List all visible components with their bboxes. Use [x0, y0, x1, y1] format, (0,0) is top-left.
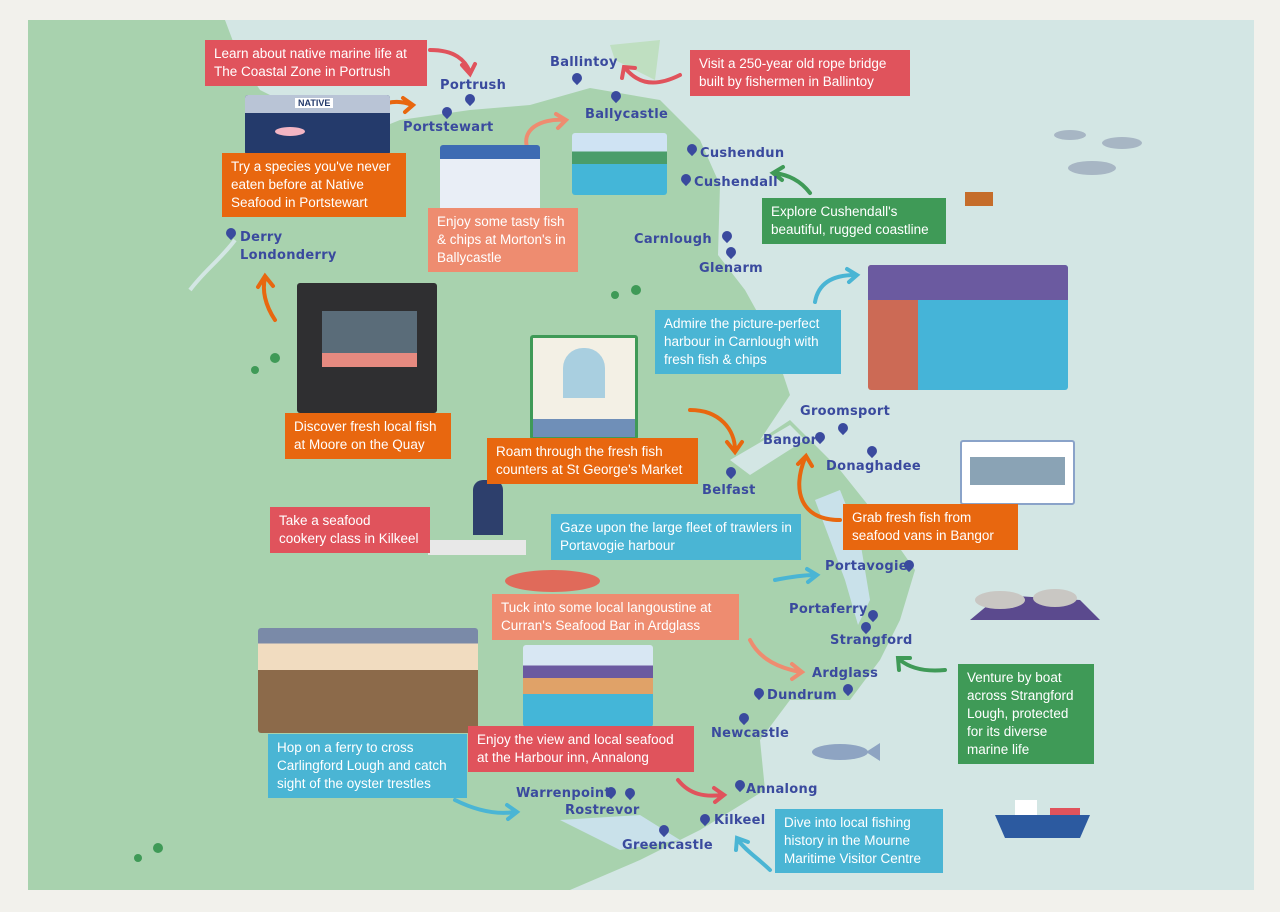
place-label-portstewart: Portstewart [403, 120, 494, 135]
fishing-boat-illustration [995, 800, 1090, 838]
arrow [676, 778, 728, 804]
arrow [688, 408, 744, 456]
place-label-portavogie: Portavogie [825, 559, 908, 574]
callout-text: Roam through the fresh fish counters at … [496, 444, 683, 477]
place-label-greencastle: Greencastle [622, 838, 713, 853]
arrow [620, 64, 682, 85]
place-label-belfast: Belfast [702, 483, 756, 498]
callout-mourne: Dive into local fishing history in the M… [775, 809, 943, 873]
carlingford-lough [560, 815, 680, 850]
callout-harbour-inn: Enjoy the view and local seafood at the … [468, 726, 694, 772]
place-label-donaghadee: Donaghadee [826, 459, 922, 474]
arrow [524, 112, 570, 152]
place-label-ardglass: Ardglass [812, 666, 879, 681]
langoustine-illustration [505, 570, 600, 592]
callout-text: Enjoy some tasty fish & chips at Morton'… [437, 214, 566, 265]
callout-portavogie: Gaze upon the large fleet of trawlers in… [551, 514, 801, 560]
place-label-glenarm: Glenarm [699, 261, 764, 276]
place-label-londonderry: Londonderry [240, 248, 337, 263]
callout-text: Take a seafood cookery class in Kilkeel [279, 513, 419, 546]
shamrock-icons [134, 285, 641, 862]
callout-carnlough: Admire the picture-perfect harbour in Ca… [655, 310, 841, 374]
callout-text: Grab fresh fish from seafood vans in Ban… [852, 510, 994, 543]
place-label-annalong: Annalong [746, 782, 818, 797]
strangford-lough [815, 490, 870, 625]
moore-on-the-quay-illustration [297, 283, 437, 413]
arrow [453, 798, 521, 821]
seals-illustration [970, 589, 1100, 620]
place-label-rostrevor: Rostrevor [565, 803, 640, 818]
callout-bangor-vans: Grab fresh fish from seafood vans in Ban… [843, 504, 1018, 550]
arrow [773, 567, 821, 584]
arrow [256, 272, 277, 322]
arrow [769, 165, 812, 195]
callout-text: Tuck into some local langoustine at Curr… [501, 600, 712, 633]
river-foyle [188, 238, 237, 292]
callout-strangford: Venture by boat across Strangford Lough,… [958, 664, 1094, 764]
callout-text: Dive into local fishing history in the M… [784, 815, 922, 866]
callout-rope-bridge: Visit a 250-year old rope bridge built b… [690, 50, 910, 96]
ballycastle-scene-illustration [572, 133, 667, 195]
place-label-newcastle: Newcastle [711, 726, 790, 741]
arrow [895, 656, 947, 673]
arrows [256, 48, 947, 872]
arrow [748, 638, 806, 681]
carnlough-harbour-illustration [868, 265, 1068, 390]
callout-cushendall: Explore Cushendall's beautiful, rugged c… [762, 198, 946, 244]
dolphins [1054, 130, 1142, 175]
belfast-lough [730, 425, 805, 475]
place-label-carnlough: Carnlough [634, 232, 712, 247]
place-label-cushendall: Cushendall [694, 175, 778, 190]
callout-text: Enjoy the view and local seafood at the … [477, 732, 674, 765]
place-label-cushendun: Cushendun [700, 146, 785, 161]
callout-native-seafood: Try a species you've never eaten before … [222, 153, 406, 217]
place-label-groomsport: Groomsport [800, 404, 891, 419]
annalong-harbour-illustration [523, 645, 653, 727]
arrow [796, 452, 842, 522]
place-label-ballycastle: Ballycastle [585, 107, 669, 122]
callout-text: Venture by boat across Strangford Lough,… [967, 670, 1074, 757]
callout-text: Explore Cushendall's beautiful, rugged c… [771, 204, 929, 237]
place-label-dundrum: Dundrum [767, 688, 837, 703]
oyster-trestles-illustration [258, 628, 478, 733]
seafood-van-illustration [960, 440, 1075, 505]
callout-text: Gaze upon the large fleet of trawlers in… [560, 520, 792, 553]
callout-text: Admire the picture-perfect harbour in Ca… [664, 316, 820, 367]
place-label-portaferry: Portaferry [789, 602, 868, 617]
place-label-portrush: Portrush [440, 78, 507, 93]
callout-text: Hop on a ferry to cross Carlingford Loug… [277, 740, 447, 791]
callout-currans: Tuck into some local langoustine at Curr… [492, 594, 739, 640]
place-label-derry: Derry [240, 230, 283, 245]
arrow [813, 267, 861, 304]
place-label-ballintoy: Ballintoy [550, 55, 618, 70]
callout-mortons: Enjoy some tasty fish & chips at Morton'… [428, 208, 578, 272]
land-mass [28, 20, 915, 890]
rathlin-island [610, 40, 660, 80]
native-sign: NATIVE [295, 98, 334, 108]
callout-cookery: Take a seafood cookery class in Kilkeel [270, 507, 430, 553]
arrow [428, 48, 477, 78]
callout-text: Try a species you've never eaten before … [231, 159, 391, 210]
st-georges-market-illustration [530, 335, 638, 440]
callout-st-georges: Roam through the fresh fish counters at … [487, 438, 698, 484]
arrow [734, 835, 772, 872]
callout-text: Learn about native marine life at The Co… [214, 46, 407, 79]
callout-text: Discover fresh local fish at Moore on th… [294, 419, 437, 452]
callout-text: Visit a 250-year old rope bridge built b… [699, 56, 887, 89]
place-label-warrenpoint: Warrenpoint [516, 786, 612, 801]
fish-illustration [812, 743, 880, 761]
cookery-class-illustration [428, 480, 526, 560]
place-label-strangford: Strangford [830, 633, 913, 648]
callout-carlingford: Hop on a ferry to cross Carlingford Loug… [268, 734, 467, 798]
callout-coastal-zone: Learn about native marine life at The Co… [205, 40, 427, 86]
native-seafood-building-illustration: NATIVE [245, 95, 390, 155]
place-label-bangor: Bangor [763, 433, 818, 448]
callout-moore-quay: Discover fresh local fish at Moore on th… [285, 413, 451, 459]
place-label-kilkeel: Kilkeel [714, 813, 766, 828]
